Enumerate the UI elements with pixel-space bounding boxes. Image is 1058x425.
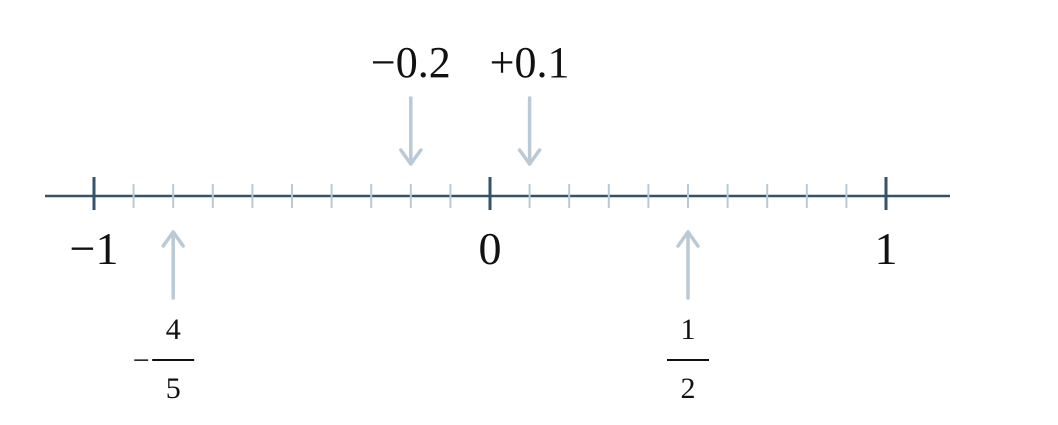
marker-decimal-1: +0.1 — [490, 38, 570, 166]
markers-group: −0.2+0.145−12 — [133, 38, 709, 405]
major-tick-label: 1 — [875, 223, 898, 274]
arrow-head — [517, 148, 542, 166]
marker-fraction-3: 12 — [667, 230, 709, 405]
major-tick-label: −1 — [70, 223, 119, 274]
marker-fraction-2: 4 5− — [133, 230, 195, 405]
marker-label: +0.1 — [490, 38, 570, 87]
fraction-numerator: 1 — [681, 313, 696, 346]
ticks-group — [92, 177, 888, 210]
fraction-denominator: 5 — [166, 372, 181, 405]
fraction-numerator: 4 — [166, 313, 181, 346]
marker-decimal-0: −0.2 — [371, 38, 451, 166]
fraction-sign: − — [133, 344, 150, 377]
arrow-head — [676, 230, 700, 248]
major-labels-group: −1 0 1 — [70, 223, 898, 274]
arrow-head — [399, 148, 423, 166]
marker-label: −0.2 — [371, 38, 451, 87]
major-tick-label: 0 — [479, 223, 502, 274]
fraction-denominator: 2 — [681, 372, 696, 405]
arrow-head — [161, 230, 185, 248]
